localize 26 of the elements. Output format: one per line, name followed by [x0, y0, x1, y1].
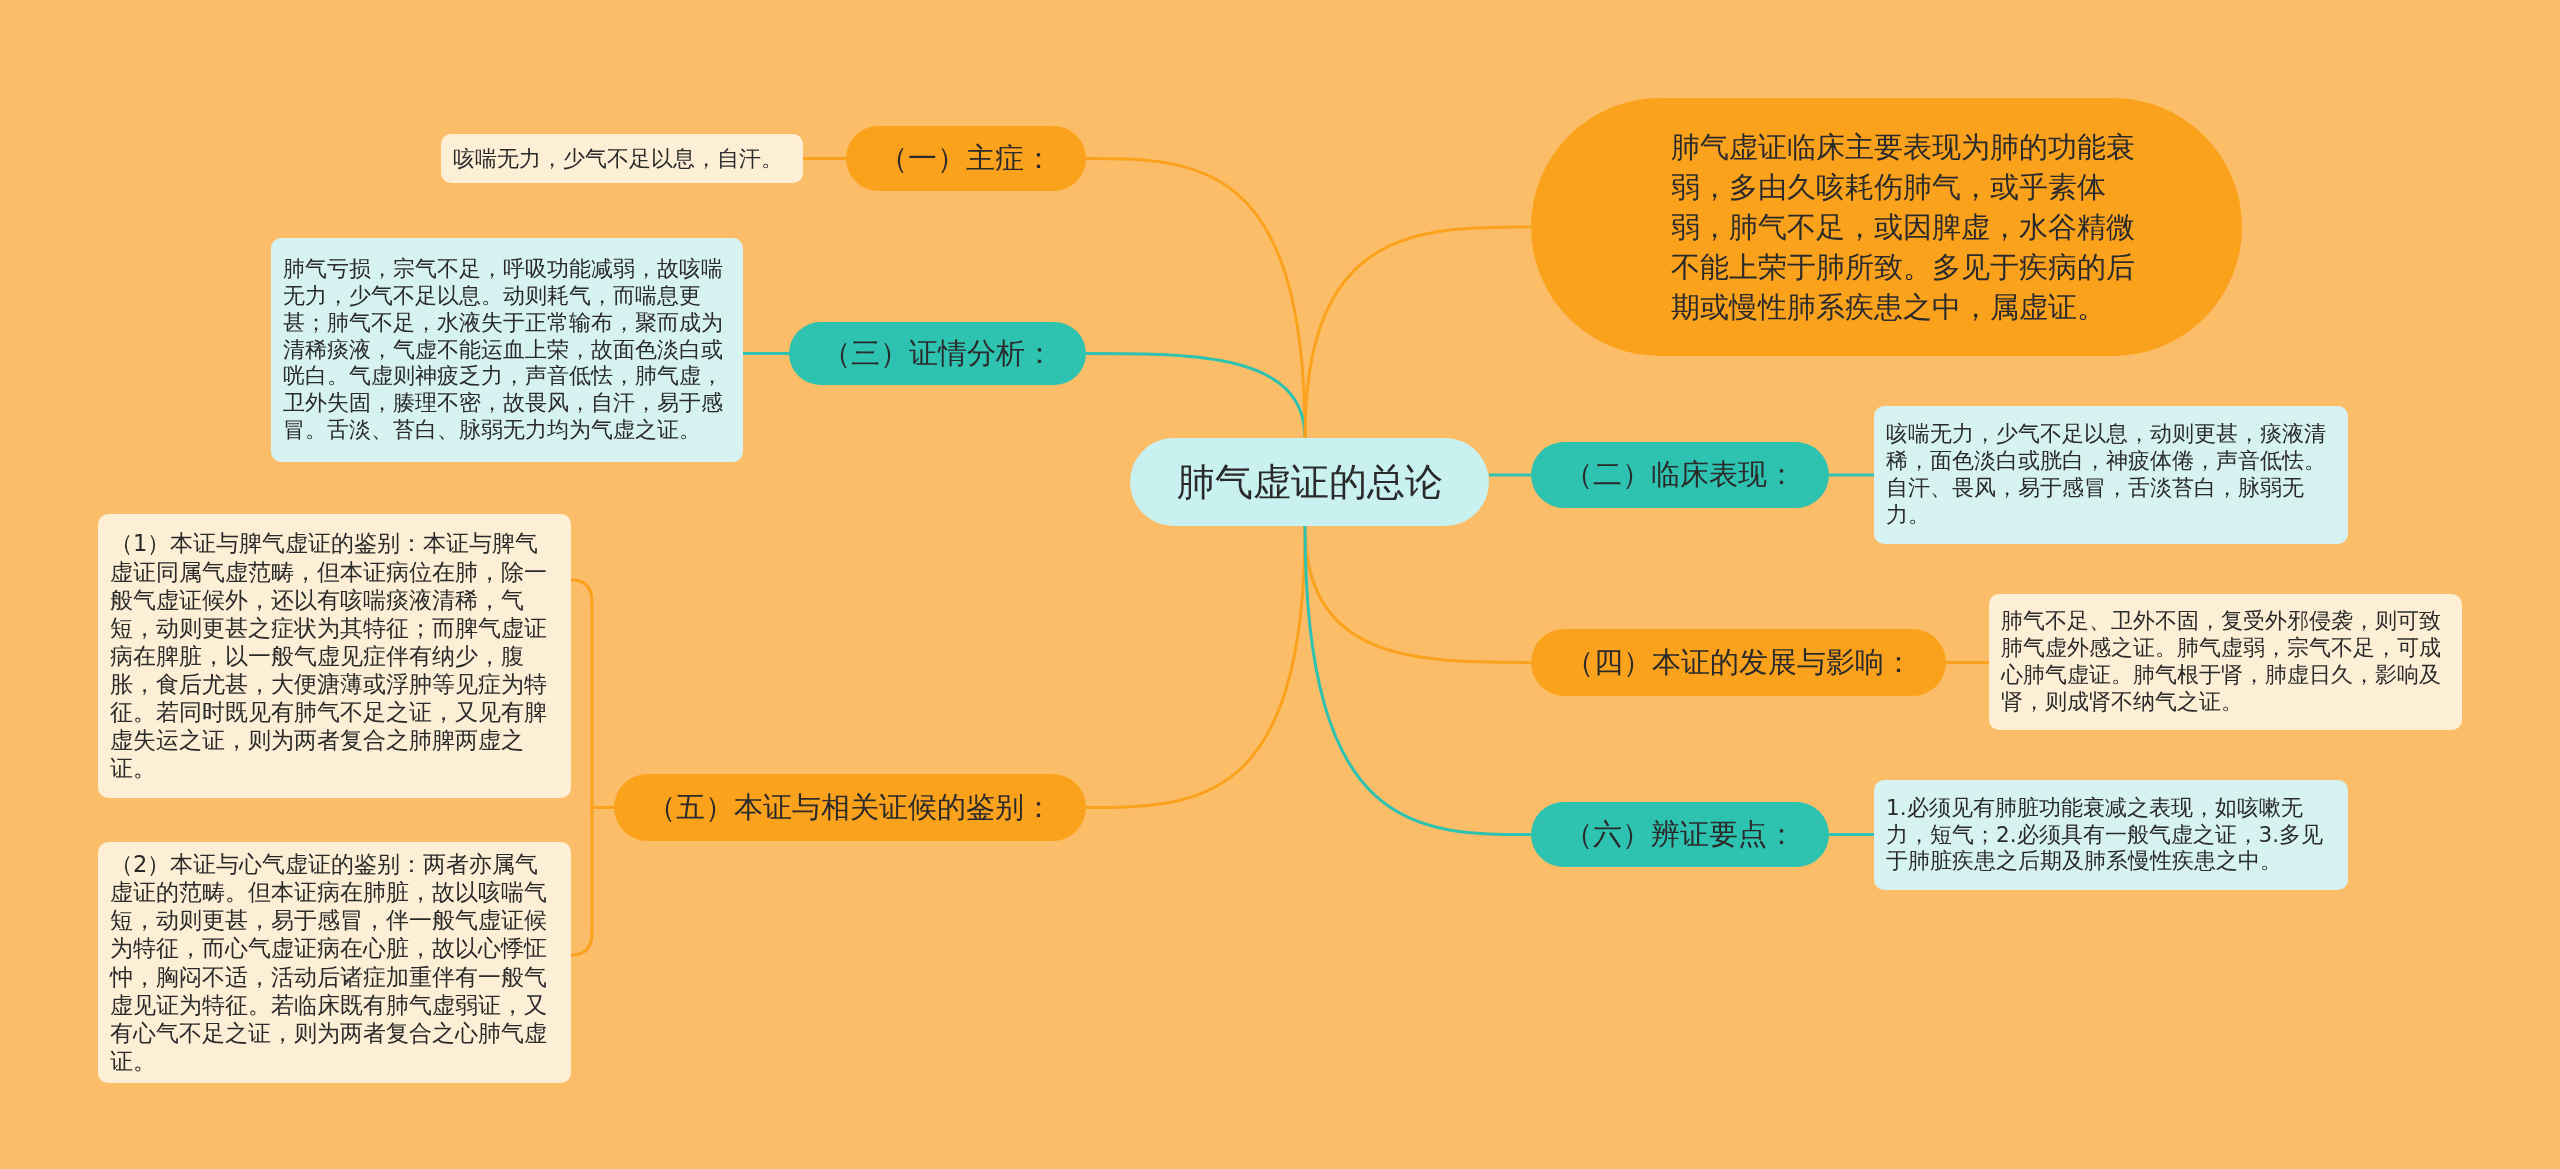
connector-line: [803, 157, 846, 160]
note-box: 肺气亏损，宗气不足，呼吸功能减弱，故咳喘无力，少气不足以息。动则耗气，而喘息更甚；肺气不足，水液失于正常输布，聚而成为清稀痰液，气虚不能运血上荣，故面色淡白或咣白。气虚则神疲乏力，声音低怯，肺气虚，卫外失固，腠理不密，故畏风，自汗，易于感冒。舌淡、苔白、脉弱无力均为气虚之证。: [271, 238, 743, 462]
connector-line: [1489, 473, 1531, 477]
topic-pill: （六）辨证要点：: [1531, 802, 1829, 867]
connector-line: [570, 806, 614, 957]
note-box: 咳喘无力，少气不足以息，动则更甚，痰液清稀，面色淡白或胱白，神疲体倦，声音低怯。自汗、畏风，易于感冒，舌淡苔白，脉弱无力。: [1874, 406, 2348, 544]
note-box: （2）本证与心气虚证的鉴别：两者亦属气虚证的范畴。但本证病在肺脏，故以咳喘气短，动则更甚，易于感冒，伴一般气虚证候为特征，而心气虚证病在心脏，故以心悸怔忡，胸闷不适，活动后诸症加重伴有一般气虚见证为特征。若临床既有肺气虚弱证，又有心气不足之证，则为两者复合之心肺气虚证。: [98, 842, 571, 1083]
note-box: 肺气不足、卫外不固，复受外邪侵袭，则可致肺气虚外感之证。肺气虚弱，宗气不足，可成心肺气虚证。肺气根于肾，肺虚日久，影响及肾，则成肾不纳气之证。: [1989, 594, 2462, 730]
connector-line: [1086, 352, 1307, 439]
connector-line: [1303, 225, 1531, 439]
topic-pill: （四）本证的发展与影响：: [1531, 629, 1946, 696]
note-box: 咳喘无力，少气不足以息，自汗。: [441, 134, 803, 183]
connector-line: [1829, 833, 1874, 836]
topic-pill: （三）证情分析：: [789, 322, 1086, 385]
topic-pill: （五）本证与相关证候的鉴别：: [614, 774, 1086, 841]
note-box: （1）本证与脾气虚证的鉴别：本证与脾气虚证同属气虚范畴，但本证病位在肺，除一般气虚证候外，还以有咳喘痰液清稀，气短，动则更甚之症状为其特征；而脾气虚证病在脾脏，以一般气虚见症伴有纳少，腹胀，食后尤甚，大便溏薄或浮肿等见症为特征。若同时既见有肺气不足之证，又见有脾虚失运之证，则为两者复合之肺脾两虚之证。: [98, 514, 571, 798]
note-box: 1.必须见有肺脏功能衰减之表现，如咳嗽无力，短气；2.必须具有一般气虚之证，3.多见于肺脏疾患之后期及肺系慢性疾患之中。: [1874, 780, 2348, 890]
connector-line: [1946, 661, 1989, 664]
connector-line: [1303, 525, 1531, 836]
central-topic: 肺气虚证的总论: [1130, 438, 1489, 526]
connector-line: [1086, 525, 1307, 809]
topic-pill: （一）主症：: [846, 126, 1086, 191]
topic-pill: （二）临床表现：: [1531, 442, 1829, 508]
summary-pill: 肺气虚证临床主要表现为肺的功能衰弱，多由久咳耗伤肺气，或乎素体弱，肺气不足，或因脾虚，水谷精微不能上荣于肺所致。多见于疾病的后期或慢性肺系疾患之中，属虚证。: [1531, 98, 2242, 356]
connector-line: [743, 352, 789, 355]
connector-line: [1829, 473, 1874, 477]
